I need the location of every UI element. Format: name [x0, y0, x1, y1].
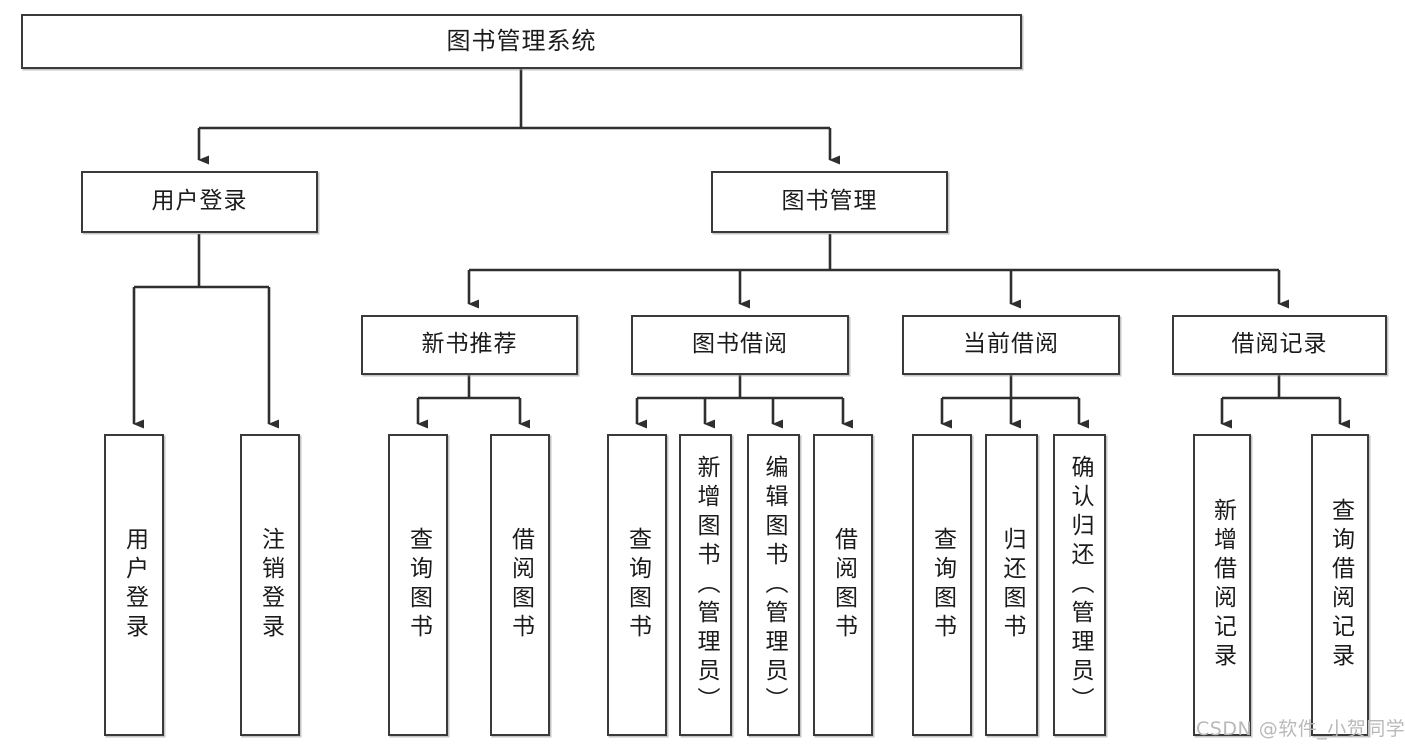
leaf-logout[interactable]: 注销登录: [240, 434, 300, 736]
node-label: 确认归还（管理员）: [1067, 454, 1093, 716]
node-label: 当前借阅: [963, 331, 1059, 358]
node-label: 查询图书: [405, 527, 432, 643]
node-new-book-recommend[interactable]: 新书推荐: [361, 315, 578, 375]
node-label: 图书借阅: [692, 331, 788, 358]
leaf-query-borrow-record[interactable]: 查询借阅记录: [1311, 434, 1369, 736]
node-label: 借阅图书: [830, 527, 857, 643]
csdn-watermark: CSDN @软件_小贺同学: [1196, 718, 1405, 740]
leaf-query-book-borrow[interactable]: 查询图书: [607, 434, 667, 736]
leaf-edit-book-admin[interactable]: 编辑图书（管理员）: [747, 434, 800, 736]
node-label: 查询借阅记录: [1327, 498, 1354, 672]
node-label: 注销登录: [257, 527, 284, 643]
node-label: 图书管理: [781, 188, 878, 215]
node-borrow-record[interactable]: 借阅记录: [1172, 315, 1387, 375]
leaf-user-login[interactable]: 用户登录: [104, 434, 164, 736]
leaf-add-book-admin[interactable]: 新增图书（管理员）: [679, 434, 732, 736]
node-label: 新增图书（管理员）: [693, 454, 719, 716]
node-book-borrow[interactable]: 图书借阅: [631, 315, 849, 375]
leaf-confirm-return-admin[interactable]: 确认归还（管理员）: [1053, 434, 1106, 736]
leaf-borrow-book[interactable]: 借阅图书: [813, 434, 873, 736]
leaf-return-book[interactable]: 归还图书: [985, 434, 1038, 736]
node-label: 图书管理系统: [446, 27, 597, 56]
node-label: 新增借阅记录: [1209, 498, 1236, 672]
node-label: 查询图书: [929, 527, 956, 643]
node-book-management[interactable]: 图书管理: [711, 171, 948, 233]
node-label: 借阅图书: [507, 527, 534, 643]
leaf-borrow-book-recommend[interactable]: 借阅图书: [490, 434, 550, 736]
node-label: 编辑图书（管理员）: [761, 454, 787, 716]
leaf-query-book-current[interactable]: 查询图书: [912, 434, 972, 736]
node-user-login[interactable]: 用户登录: [81, 171, 318, 233]
node-label: 用户登录: [151, 188, 248, 215]
node-root-system[interactable]: 图书管理系统: [21, 14, 1022, 69]
node-label: 借阅记录: [1231, 331, 1328, 358]
leaf-query-book-recommend[interactable]: 查询图书: [388, 434, 448, 736]
node-label: 查询图书: [624, 527, 651, 643]
leaf-add-borrow-record[interactable]: 新增借阅记录: [1193, 434, 1251, 736]
node-label: 归还图书: [999, 527, 1025, 643]
node-label: 用户登录: [121, 527, 148, 643]
node-label: 新书推荐: [421, 331, 518, 358]
node-current-borrow[interactable]: 当前借阅: [902, 315, 1120, 375]
